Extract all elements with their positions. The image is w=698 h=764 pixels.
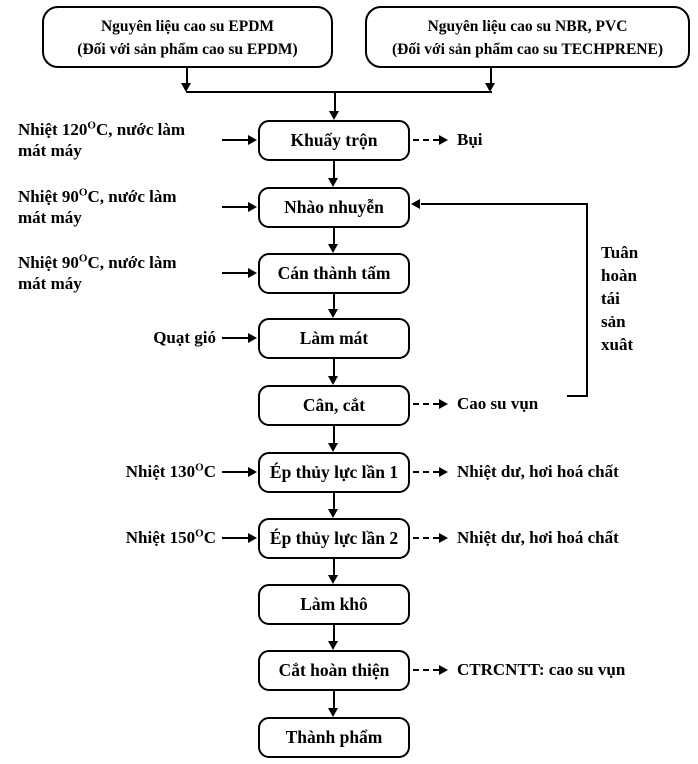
process-box-nhao-nhuyen: Nhào nhuyễn bbox=[258, 187, 410, 228]
process-box-ep-thuy-luc-2: Ép thủy lực lần 2 bbox=[258, 518, 410, 559]
input-label-nhiet-120: Nhiệt 120OC, nước làm mát máy bbox=[18, 119, 186, 160]
source-box-nbr-pvc-line1: Nguyên liệu cao su NBR, PVC bbox=[427, 18, 628, 35]
arrowhead-right-icon bbox=[248, 533, 257, 543]
recycle-line bbox=[567, 395, 588, 397]
arrowhead-right-icon bbox=[248, 202, 257, 212]
process-box-lam-kho: Làm khô bbox=[258, 584, 410, 625]
source-box-epdm: Nguyên liệu cao su EPDM (Đối với sản phẩ… bbox=[42, 6, 333, 68]
arrowhead-right-icon bbox=[248, 467, 257, 477]
process-box-cat-hoan-thien: Cắt hoàn thiện bbox=[258, 650, 410, 691]
output-label-bui: Bụi bbox=[457, 130, 483, 149]
connector-line bbox=[490, 68, 492, 85]
arrowhead-right-icon bbox=[439, 135, 448, 145]
process-box-khuay-tron: Khuấy trộn bbox=[258, 120, 410, 161]
connector-line bbox=[334, 93, 336, 111]
arrowhead-right-icon bbox=[248, 268, 257, 278]
arrowhead-down-icon bbox=[181, 83, 191, 92]
arrowhead-down-icon bbox=[328, 443, 338, 452]
process-box-thanh-pham: Thành phẩm bbox=[258, 717, 410, 758]
process-box-can-cat: Cân, cắt bbox=[258, 385, 410, 426]
flow-line bbox=[333, 625, 335, 641]
output-dashed-line bbox=[413, 471, 439, 473]
source-box-epdm-line2: (Đối với sản phẩm cao su EPDM) bbox=[77, 41, 298, 58]
flow-line bbox=[333, 559, 335, 575]
output-label-ctrcntt: CTRCNTT: cao su vụn bbox=[457, 660, 626, 679]
recycle-line bbox=[586, 203, 588, 397]
flow-line bbox=[333, 359, 335, 376]
flow-line bbox=[333, 691, 335, 708]
output-dashed-line bbox=[413, 403, 439, 405]
input-line bbox=[222, 206, 249, 208]
arrowhead-down-icon bbox=[329, 111, 339, 120]
source-box-nbr-pvc: Nguyên liệu cao su NBR, PVC (Đối với sản… bbox=[365, 6, 690, 68]
flow-line bbox=[333, 294, 335, 309]
output-label-cao-su-vun: Cao su vụn bbox=[457, 394, 539, 413]
input-line bbox=[222, 139, 249, 141]
arrowhead-left-icon bbox=[411, 199, 420, 209]
arrowhead-down-icon bbox=[328, 641, 338, 650]
output-dashed-line bbox=[413, 139, 439, 141]
process-box-lam-mat: Làm mát bbox=[258, 318, 410, 359]
connector-line bbox=[186, 91, 492, 93]
output-dashed-line bbox=[413, 669, 439, 671]
process-box-can-thanh-tam: Cán thành tấm bbox=[258, 253, 410, 294]
connector-line bbox=[186, 68, 188, 85]
source-box-nbr-pvc-line2: (Đối với sản phẩm cao su TECHPRENE) bbox=[392, 41, 663, 58]
output-label-nhiet-du-2: Nhiệt dư, hơi hoá chất bbox=[457, 528, 619, 547]
input-label-nhiet-150: Nhiệt 150OC bbox=[125, 527, 216, 547]
source-box-epdm-line1: Nguyên liệu cao su EPDM bbox=[100, 18, 275, 35]
input-label-nhiet-130: Nhiệt 130OC bbox=[125, 461, 216, 481]
input-line bbox=[222, 537, 249, 539]
input-line bbox=[222, 337, 249, 339]
output-label-nhiet-du-1: Nhiệt dư, hơi hoá chất bbox=[457, 462, 619, 481]
arrowhead-right-icon bbox=[439, 467, 448, 477]
arrowhead-down-icon bbox=[328, 309, 338, 318]
recycle-label: Tuân hoàn tái sản xuât bbox=[601, 243, 639, 354]
flow-line bbox=[333, 228, 335, 244]
recycle-line bbox=[421, 203, 588, 205]
input-label-nhiet-90-b: Nhiệt 90OC, nước làm mát máy bbox=[18, 252, 177, 293]
arrowhead-right-icon bbox=[248, 135, 257, 145]
flow-line bbox=[333, 161, 335, 178]
flow-line bbox=[333, 426, 335, 443]
flow-line bbox=[333, 493, 335, 509]
arrowhead-down-icon bbox=[328, 575, 338, 584]
arrowhead-down-icon bbox=[328, 376, 338, 385]
input-line bbox=[222, 471, 249, 473]
arrowhead-right-icon bbox=[248, 333, 257, 343]
arrowhead-down-icon bbox=[328, 244, 338, 253]
arrowhead-down-icon bbox=[328, 178, 338, 187]
arrowhead-down-icon bbox=[485, 83, 495, 92]
arrowhead-down-icon bbox=[328, 509, 338, 518]
input-label-nhiet-90-a: Nhiệt 90OC, nước làm mát máy bbox=[18, 186, 177, 227]
arrowhead-right-icon bbox=[439, 533, 448, 543]
arrowhead-right-icon bbox=[439, 665, 448, 675]
process-box-ep-thuy-luc-1: Ép thủy lực lần 1 bbox=[258, 452, 410, 493]
output-dashed-line bbox=[413, 537, 439, 539]
input-label-quat-gio: Quạt gió bbox=[153, 328, 216, 347]
arrowhead-down-icon bbox=[328, 708, 338, 717]
arrowhead-right-icon bbox=[439, 399, 448, 409]
input-line bbox=[222, 272, 249, 274]
